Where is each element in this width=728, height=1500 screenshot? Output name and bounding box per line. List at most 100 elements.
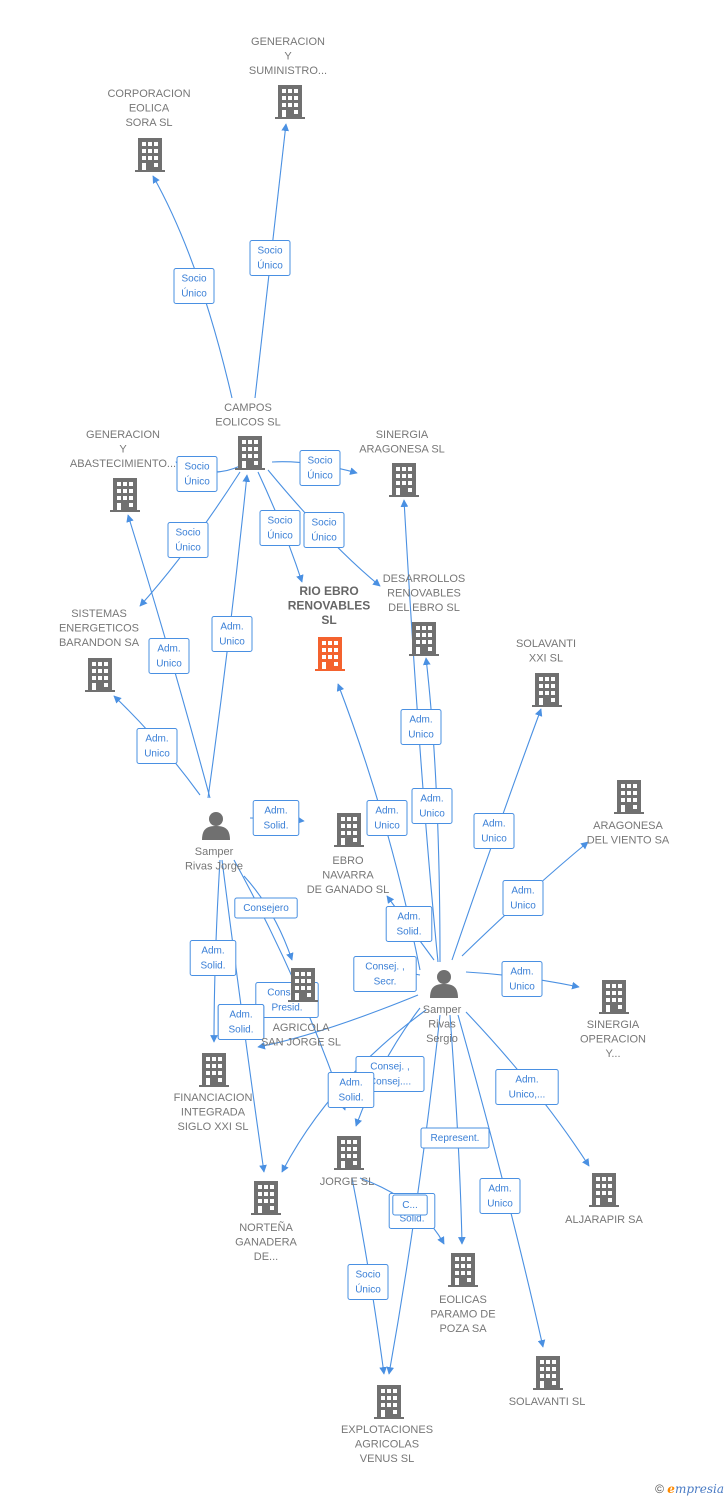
edge-label-text: Adm. <box>157 644 180 655</box>
edge-label-text: Socio <box>184 462 209 473</box>
edge-label-samper_jorge-to-campos[interactable]: Adm.Unico <box>211 616 253 652</box>
building-icon <box>275 85 305 119</box>
edge-label-text: Adm. <box>397 912 420 923</box>
node-nortena[interactable]: NORTEÑAGANADERADE... <box>235 1181 298 1263</box>
building-icon <box>614 780 644 814</box>
edge-label-samper_sergio-to-agricola_sj[interactable]: Consej. , Secr. <box>353 956 417 992</box>
edge-label-samper_sergio-to-financiacion[interactable]: Adm.Solid. <box>217 1004 265 1040</box>
node-label: EXPLOTACIONES <box>341 1424 433 1436</box>
edge-label-text: Adm. <box>420 794 443 805</box>
edge-label-samper_sergio-to-nortena[interactable]: Adm.Solid. <box>327 1072 375 1108</box>
edge-label-box <box>392 1194 428 1216</box>
edge-label-text: Unico <box>487 1199 513 1210</box>
building-icon <box>409 622 439 656</box>
node-generacion_abs[interactable]: GENERACIONYABASTECIMIENTO... <box>70 429 176 512</box>
node-label: DE... <box>254 1251 278 1263</box>
edge-label-box <box>347 1264 389 1300</box>
edge-label-samper_jorge-to-sistemas[interactable]: Adm.Unico <box>136 728 178 764</box>
node-label: Y <box>284 51 292 63</box>
edge-label-text: Único <box>184 475 210 488</box>
edge-label-samper_sergio-to-ebro_navarra[interactable]: Adm.Solid. <box>385 906 433 942</box>
edge-label-samper_sergio-to-solavanti_sl[interactable]: Adm. Unico <box>479 1178 521 1214</box>
edge-label-text: Unico <box>144 749 170 760</box>
building-icon <box>334 813 364 847</box>
person-icon <box>430 970 458 998</box>
edge-label-samper_sergio-to-solavanti_xxi[interactable]: Adm. Unico <box>473 813 515 849</box>
edge-label-text: Solid. <box>263 821 288 832</box>
node-label: PARAMO DE <box>430 1309 495 1321</box>
node-label: EOLICAS <box>439 1294 487 1306</box>
node-label: DEL VIENTO SA <box>587 835 670 847</box>
edge-label-samper_jorge-to-generacion_abs[interactable]: Adm. Unico <box>148 638 190 674</box>
edge-label-samper_sergio-to-aljarapir[interactable]: Adm.Unico,... <box>495 1069 559 1105</box>
node-label: Samper <box>423 1004 462 1016</box>
node-label: SIGLO XXI SL <box>178 1121 249 1133</box>
edge-label-samper_sergio-to-rio_ebro[interactable]: Adm.Unico <box>366 800 408 836</box>
node-jorge_sl[interactable]: JORGE SL <box>320 1136 374 1188</box>
edge-label-box <box>259 510 301 546</box>
node-label: EOLICA <box>129 103 170 115</box>
edge-label-samper_sergio-to-sinergia_op[interactable]: Adm.Unico <box>501 961 543 997</box>
edge-label-text: C... <box>402 1200 418 1211</box>
edge-label-text: Socio <box>311 518 336 529</box>
node-label: JORGE SL <box>320 1176 374 1188</box>
node-label: Samper <box>195 846 234 858</box>
node-label: ARAGONESA <box>593 820 663 832</box>
edge-label-text: Adm. <box>482 819 505 830</box>
node-label: Rivas Jorge <box>185 861 243 873</box>
edge-label-text: Unico <box>481 834 507 845</box>
edge-label-samper_sergio-to-sinergia_ara[interactable]: Adm.Unico <box>400 709 442 745</box>
building-icon <box>533 1356 563 1390</box>
node-solavanti_sl[interactable]: SOLAVANTI SL <box>509 1356 586 1408</box>
edge-label-box <box>211 616 253 652</box>
edge-label-samper_jorge-to-financiacion[interactable]: Adm.Solid. <box>189 940 237 976</box>
node-aragonesa_viento[interactable]: ARAGONESA DEL VIENTO SA <box>587 780 670 847</box>
node-generacion_sum[interactable]: GENERACIONYSUMINISTRO... <box>249 36 327 119</box>
node-aljarapir[interactable]: ALJARAPIR SA <box>565 1173 643 1226</box>
node-sinergia_op[interactable]: SINERGIAOPERACIONY... <box>580 980 646 1060</box>
node-label: GANADERA <box>235 1237 297 1249</box>
edge-label-text: Unico <box>156 659 182 670</box>
node-label: INTEGRADA <box>181 1107 246 1119</box>
edge-label-text: Solid. <box>200 961 225 972</box>
edge-label-box <box>176 456 218 492</box>
edge-label-box <box>385 906 433 942</box>
building-icon <box>251 1181 281 1215</box>
edge-label-samper_sergio-to-aragonesa_viento[interactable]: Adm.Unico <box>502 880 544 916</box>
edge-label-text: Socio <box>355 1270 380 1281</box>
edge-label-samper_jorge-to-agricola_sj[interactable]: Consejero <box>234 897 298 919</box>
edge-label-samper_jorge-to-ebro_navarra[interactable]: Adm.Solid. <box>252 800 300 836</box>
node-label: NAVARRA <box>322 870 374 882</box>
edge-label-jorge_sl-to-eolicas_paramo[interactable]: C... <box>392 1194 428 1216</box>
edge-label-box <box>400 709 442 745</box>
edge-label-text: Consej. , <box>370 1062 409 1073</box>
edge-label-text: Adm. <box>488 1184 511 1195</box>
edge-label-samper_sergio-to-desarrollos[interactable]: Adm.Unico <box>411 788 453 824</box>
edge-label-samper_sergio-to-eolicas_paramo[interactable]: Represent. <box>420 1127 490 1149</box>
edge-label-text: Consej. , <box>365 962 404 973</box>
edge-label-text: Secr. <box>374 977 397 988</box>
